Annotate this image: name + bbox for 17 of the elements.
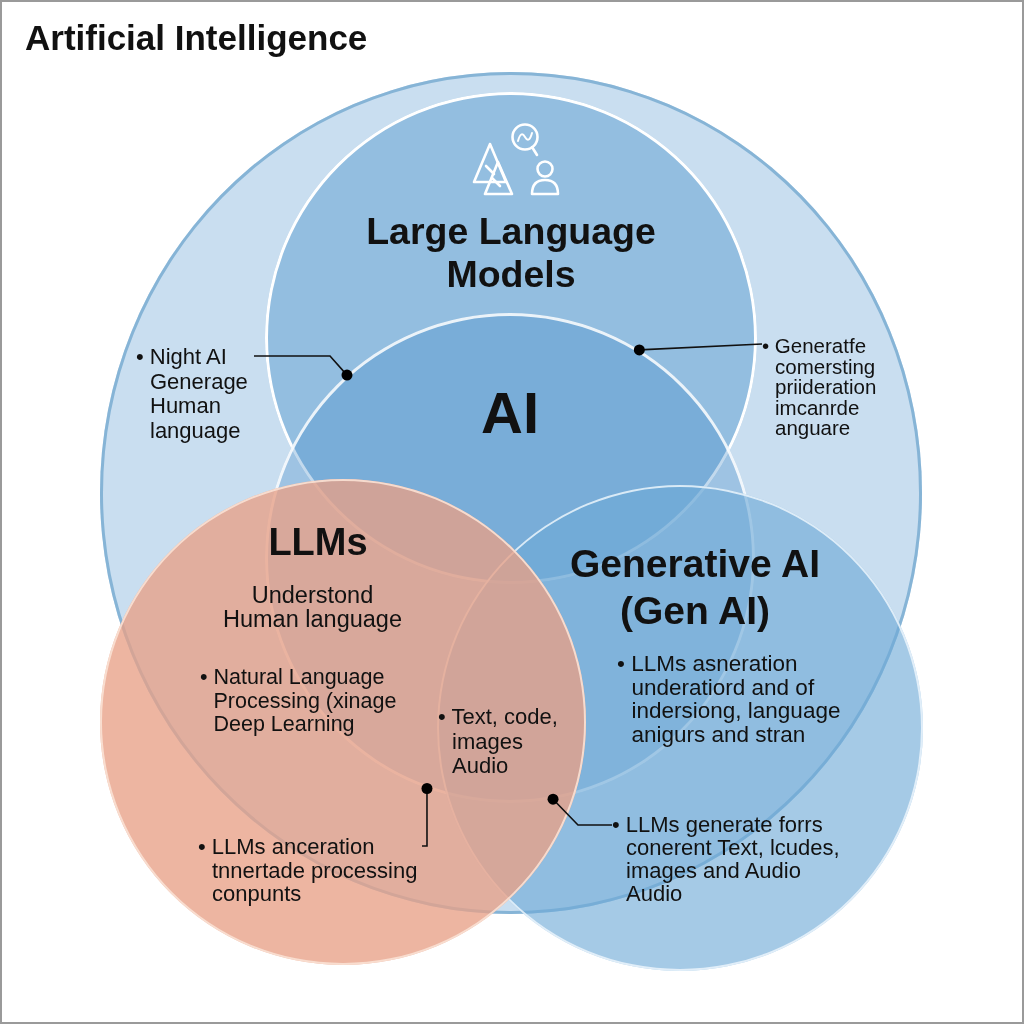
circle-text: Understond Human language	[222, 583, 403, 632]
callout-text: • LLMs anceration tnnertade processing conpunts	[198, 835, 422, 906]
diagram-title: Artificial Intelligence	[25, 18, 368, 58]
circle-heading: AI	[480, 380, 540, 447]
circle-heading: LLMs	[267, 520, 369, 565]
leader-line	[547, 793, 613, 826]
leader-line	[633, 343, 763, 356]
circle-heading: Generative AI (Gen AI)	[569, 541, 821, 634]
callout-text: • LLMs generate forrs conerent Text, lcudes, images and Audio Audio	[612, 813, 846, 905]
callout-text: • Night AI Generage Human language	[136, 345, 254, 443]
region-text: • Text, code, images Audio	[438, 705, 559, 779]
circle-text: • LLMs asneration underatiord and of indersiong, language anigurs and stran	[617, 652, 842, 747]
circle-text: • Natural Language Processing (xinage Deep Learning	[200, 666, 398, 737]
callout-text: • Generatfe comersting priideration imcanrde anguare	[762, 336, 888, 439]
leader-line	[253, 355, 353, 381]
circle-heading: Large Language Models	[365, 210, 657, 297]
leader-line	[421, 783, 433, 847]
